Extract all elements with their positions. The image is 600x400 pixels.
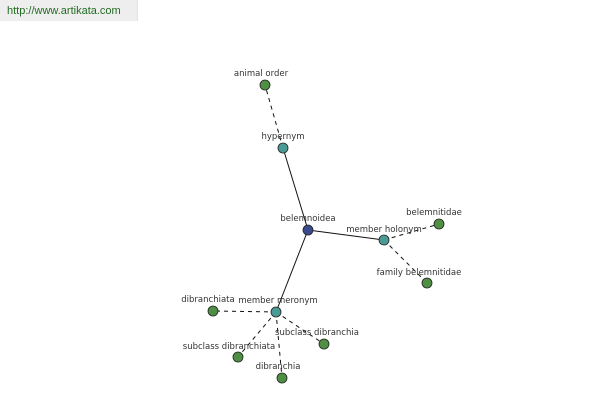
- node-label-member-meronym: member meronym: [238, 296, 317, 306]
- edge-member-meronym-dibranchia: [275, 311, 283, 379]
- node-label-dibranchia: dibranchia: [256, 362, 301, 372]
- edge-member-holonym-belemnitidae: [383, 223, 440, 241]
- node-label-belemnitidae: belemnitidae: [406, 208, 462, 218]
- leaf-node-subclass-dibranchia[interactable]: [318, 338, 330, 350]
- graph-labels: animal order belemnitidae family belemniti…: [181, 69, 462, 372]
- node-label-hypernym: hypernym: [261, 132, 304, 142]
- edge-belemnoidea-member-meronym: [275, 229, 309, 313]
- node-label-subclass-dibranchia: subclass dibranchia: [275, 328, 359, 338]
- node-label-subclass-dibranchiata: subclass dibranchiata: [183, 342, 275, 352]
- leaf-node-belemnitidae[interactable]: [433, 218, 445, 230]
- url-bar: http://www.artikata.com: [0, 0, 138, 21]
- relation-node-member-holonym[interactable]: [378, 234, 390, 246]
- leaf-node-dibranchia[interactable]: [276, 372, 288, 384]
- edge-member-meronym-dibranchiata: [212, 310, 277, 313]
- site-url-link[interactable]: http://www.artikata.com: [7, 5, 121, 17]
- edge-belemnoidea-hypernym: [282, 147, 309, 231]
- node-label-belemnoidea: belemnoidea: [280, 214, 335, 224]
- edge-member-holonym-family-belemnitidae: [383, 239, 428, 284]
- edge-hypernym-animal-order: [264, 84, 284, 149]
- relation-node-hypernym[interactable]: [277, 142, 289, 154]
- leaf-node-subclass-dibranchiata[interactable]: [232, 351, 244, 363]
- node-label-family-belemnitidae: family belemnitidae: [377, 268, 462, 278]
- leaf-node-family-belemnitidae[interactable]: [421, 277, 433, 289]
- edge-member-meronym-subclass-dibranchiata: [237, 311, 277, 358]
- node-label-dibranchiata: dibranchiata: [181, 295, 234, 305]
- leaf-node-animal-order[interactable]: [259, 79, 271, 91]
- node-label-animal-order: animal order: [234, 69, 289, 79]
- leaf-node-dibranchiata[interactable]: [207, 305, 219, 317]
- node-label-member-holonym: member holonym: [346, 225, 421, 235]
- edge-belemnoidea-member-holonym: [307, 229, 385, 241]
- center-node-belemnoidea[interactable]: [302, 224, 314, 236]
- graph-edges: [212, 84, 440, 379]
- graph-nodes: [207, 79, 445, 384]
- relation-node-member-meronym[interactable]: [270, 306, 282, 318]
- edge-member-meronym-subclass-dibranchia: [275, 311, 325, 345]
